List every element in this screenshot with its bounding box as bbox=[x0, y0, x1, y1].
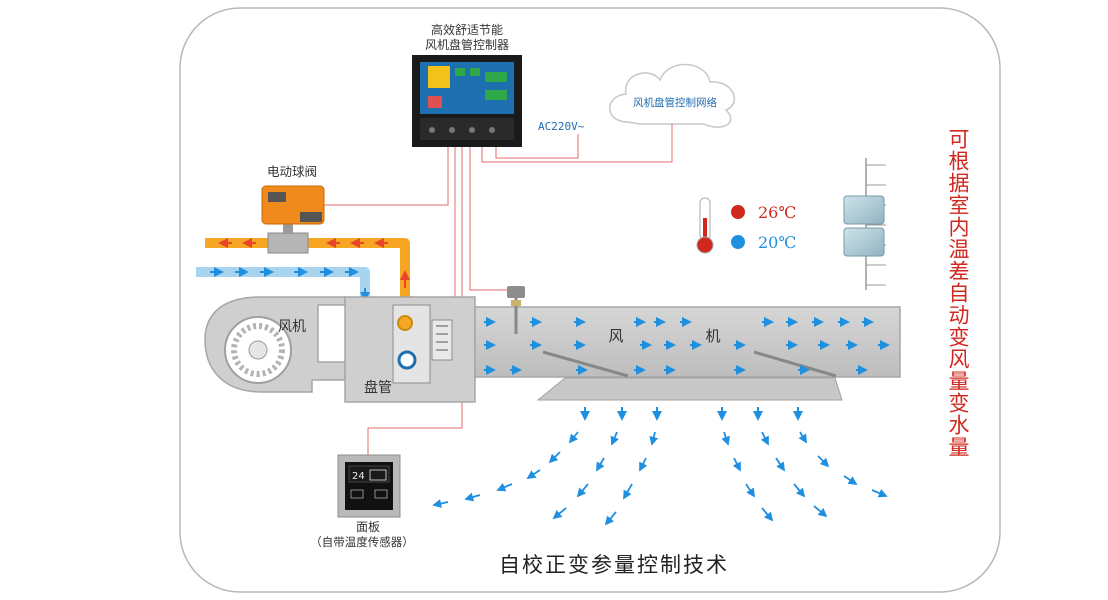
side-text: 可根据室内温差自动变风量变水量 bbox=[946, 128, 970, 458]
controller-title-line1: 高效舒适节能 bbox=[431, 22, 503, 37]
controller-title-line2: 风机盘管控制器 bbox=[425, 37, 509, 52]
coil-label: 盘管 bbox=[364, 379, 392, 396]
hot-dot-icon bbox=[731, 205, 745, 219]
duct-sensor-icon bbox=[507, 286, 525, 334]
cold-dot-icon bbox=[731, 235, 745, 249]
panel-sublabel: （自带温度传感器） bbox=[310, 535, 414, 549]
controller-box bbox=[412, 55, 522, 147]
hot-coil-connector-icon bbox=[397, 315, 413, 331]
frame bbox=[179, 7, 1001, 593]
valve-label: 电动球阀 bbox=[267, 164, 317, 179]
fan-label: 风机 bbox=[278, 319, 306, 335]
cold-coil-connector-icon bbox=[397, 350, 417, 370]
diffuse-arrows bbox=[432, 431, 888, 526]
thermometer-icon bbox=[696, 197, 714, 254]
wires bbox=[300, 124, 673, 455]
network-cloud-icon bbox=[609, 63, 736, 128]
temp-cold: 20℃ bbox=[758, 233, 796, 252]
duct-label-2: 机 bbox=[705, 327, 720, 345]
duct-label-1: 风 bbox=[608, 327, 623, 345]
power-label: AC220V~ bbox=[538, 120, 585, 133]
footer-title: 自校正变参量控制技术 bbox=[499, 553, 729, 577]
duct-airflow-arrows bbox=[484, 317, 890, 375]
ball-valve-icon bbox=[261, 185, 325, 254]
outlet-arrows bbox=[580, 407, 803, 421]
panel-label: 面板 bbox=[356, 520, 380, 534]
slider-scale-icon bbox=[843, 158, 886, 290]
svg-text:24: 24 bbox=[352, 471, 365, 482]
coil-box bbox=[344, 296, 476, 403]
fan-unit bbox=[204, 296, 346, 393]
cloud-label: 风机盘管控制网络 bbox=[633, 96, 717, 109]
temp-hot: 26℃ bbox=[758, 203, 796, 222]
wall-panel: 24 bbox=[337, 454, 401, 518]
